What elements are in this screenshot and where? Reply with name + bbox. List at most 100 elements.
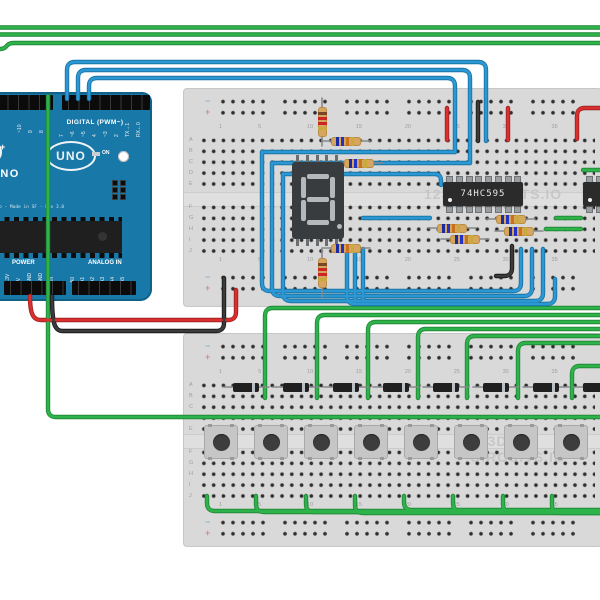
breadboard-rail-top[interactable] — [218, 341, 268, 364]
wire-green[interactable] — [46, 94, 600, 419]
button-pin — [308, 457, 312, 460]
resistor[interactable] — [317, 258, 327, 288]
wire-red[interactable] — [574, 105, 600, 142]
push-button-cap[interactable] — [562, 433, 580, 451]
diode[interactable] — [483, 382, 509, 392]
breadboard-rail-top[interactable] — [466, 341, 516, 364]
diode[interactable] — [383, 382, 409, 392]
wire-green[interactable] — [416, 327, 600, 400]
wire-blue[interactable] — [64, 59, 489, 144]
resistor-band — [359, 158, 362, 168]
breadboard-rail-top[interactable] — [528, 96, 578, 119]
wire-blue[interactable] — [260, 150, 523, 293]
resistor[interactable] — [450, 234, 480, 244]
row-label: G — [189, 459, 194, 466]
resistor[interactable] — [437, 223, 467, 233]
resistor[interactable] — [331, 243, 361, 253]
wire-green[interactable] — [402, 494, 600, 512]
resistor[interactable] — [317, 107, 327, 137]
push-button-cap[interactable] — [412, 433, 430, 451]
diode[interactable] — [583, 382, 600, 392]
wire-blue[interactable] — [75, 67, 473, 166]
digital-header-right[interactable] — [62, 95, 150, 110]
resistor[interactable] — [344, 158, 374, 168]
push-button[interactable] — [354, 424, 388, 460]
push-button[interactable] — [304, 424, 338, 460]
wire-green[interactable] — [501, 494, 600, 514]
power-header[interactable] — [4, 281, 66, 295]
push-button[interactable] — [404, 424, 438, 460]
shift-register-74hc595[interactable]: 74HC595 — [443, 182, 523, 206]
resistor[interactable] — [496, 214, 526, 224]
wire-green[interactable] — [451, 494, 600, 513]
wire-green[interactable] — [465, 334, 600, 400]
breadboard-rail-bottom[interactable] — [342, 517, 392, 540]
wire-green[interactable] — [516, 341, 600, 400]
wire-green[interactable] — [315, 313, 600, 400]
wire-black[interactable] — [49, 275, 227, 334]
wire-blue[interactable] — [281, 172, 443, 187]
chip-pin — [494, 206, 502, 213]
wire-green[interactable] — [304, 494, 600, 514]
diode[interactable] — [333, 382, 359, 392]
analog-header[interactable] — [72, 281, 136, 295]
push-button[interactable] — [554, 424, 588, 460]
wire-red[interactable] — [575, 106, 600, 141]
diode[interactable] — [533, 382, 559, 392]
breadboard-rail-top[interactable] — [404, 96, 454, 119]
wire-green[interactable] — [353, 494, 600, 515]
wire-blue[interactable] — [345, 247, 557, 306]
wire-red[interactable] — [28, 288, 238, 322]
breadboard-rail-bottom[interactable] — [466, 517, 516, 540]
push-button[interactable] — [454, 424, 488, 460]
breadboard-rail-bottom[interactable] — [280, 517, 330, 540]
wire-blue[interactable] — [76, 68, 472, 165]
breadboard-rail-top[interactable] — [218, 96, 268, 119]
diode[interactable] — [433, 382, 459, 392]
wire-black[interactable] — [50, 276, 226, 333]
wire-blue[interactable] — [270, 161, 534, 298]
diode[interactable] — [283, 382, 309, 392]
row-label: B — [189, 392, 193, 399]
wire-green[interactable] — [254, 494, 600, 514]
breadboard-rail-bottom[interactable] — [404, 517, 454, 540]
resistor[interactable] — [331, 136, 361, 146]
wire-blue[interactable] — [281, 172, 545, 303]
wire-black[interactable] — [494, 244, 514, 278]
breadboard-rail-bottom[interactable] — [528, 517, 578, 540]
wire-black[interactable] — [493, 243, 515, 279]
breadboard-rail-bottom[interactable] — [218, 517, 268, 540]
wire-green[interactable] — [0, 41, 600, 51]
column-label: 1 — [219, 124, 223, 130]
wire-green[interactable] — [263, 306, 600, 400]
shift-register-2[interactable] — [583, 182, 600, 206]
wire-blue[interactable] — [87, 76, 457, 154]
breadboard-rail-top[interactable] — [528, 341, 578, 364]
push-button-cap[interactable] — [512, 433, 530, 451]
resistor[interactable] — [504, 226, 534, 236]
push-button-cap[interactable] — [312, 433, 330, 451]
wire-green[interactable] — [550, 494, 600, 515]
wire-green[interactable] — [205, 494, 600, 513]
rail-plus-marker: + — [205, 352, 211, 362]
push-button-cap[interactable] — [212, 433, 230, 451]
seven-segment-display[interactable] — [292, 162, 344, 239]
wire-green[interactable] — [570, 364, 600, 400]
push-button[interactable] — [504, 424, 538, 460]
push-button-cap[interactable] — [262, 433, 280, 451]
digital-header-left[interactable] — [0, 95, 53, 110]
breadboard-rail-top[interactable] — [342, 96, 392, 119]
wire-blue[interactable] — [86, 75, 458, 155]
breadboard-rail-bottom[interactable] — [218, 272, 268, 295]
push-button[interactable] — [204, 424, 238, 460]
diode[interactable] — [233, 382, 259, 392]
push-button[interactable] — [254, 424, 288, 460]
wire-red[interactable] — [27, 287, 239, 323]
push-button-cap[interactable] — [362, 433, 380, 451]
display-pin — [335, 239, 338, 246]
wire-green[interactable] — [366, 320, 600, 400]
wire-blue[interactable] — [65, 60, 488, 143]
push-button-cap[interactable] — [462, 433, 480, 451]
